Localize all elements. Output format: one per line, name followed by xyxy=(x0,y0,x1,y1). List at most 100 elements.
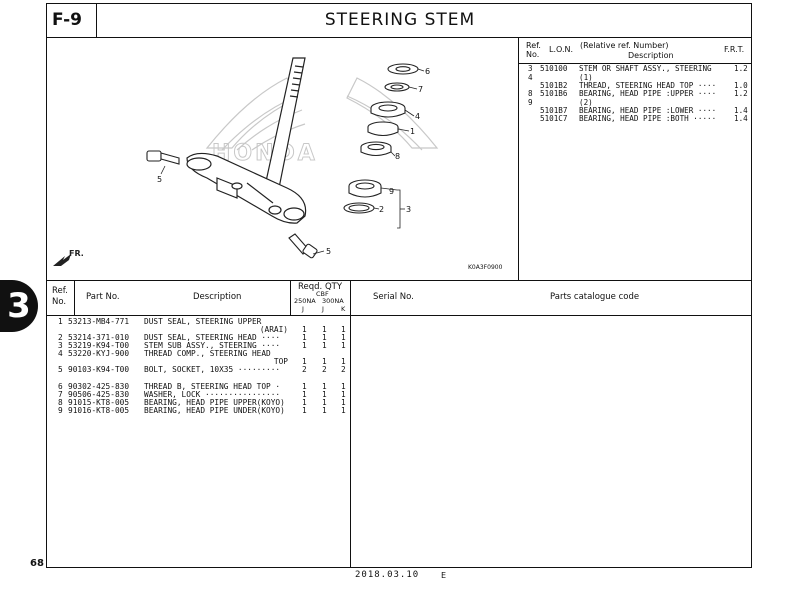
part-description: (ARAI) xyxy=(259,325,288,334)
part-qty: 2 xyxy=(341,365,346,374)
part-qty: 1 xyxy=(302,357,307,366)
part-qty: 1 xyxy=(341,398,346,407)
parts-header-j1: J xyxy=(302,305,304,313)
ref-row-frt: 1.4 xyxy=(734,106,748,115)
part-ref: 3 xyxy=(58,341,63,350)
part-description: BOLT, SOCKET, 10X35 ········· xyxy=(144,365,281,374)
part-number: 53219-K94-T00 xyxy=(68,341,130,350)
ref-row-frt: 1.0 xyxy=(734,81,748,90)
illustration-divider xyxy=(518,37,519,280)
part-qty: 1 xyxy=(341,341,346,350)
part-ref: 7 xyxy=(58,390,63,399)
part-qty: 1 xyxy=(341,357,346,366)
ref-header-no: No. xyxy=(526,50,540,59)
callout-leaders xyxy=(160,68,425,255)
part-ref: 5 xyxy=(58,365,63,374)
page-number: 68 xyxy=(30,558,44,569)
part-qty: 1 xyxy=(302,341,307,350)
part-qty: 2 xyxy=(322,365,327,374)
ref-row-frt: 1.4 xyxy=(734,114,748,123)
page-title: STEERING STEM xyxy=(324,10,476,30)
part-description: STEM SUB ASSY., STEERING ···· xyxy=(144,341,281,350)
part-qty: 1 xyxy=(341,325,346,334)
page-frame xyxy=(46,3,752,568)
part-number: 90103-K94-T00 xyxy=(68,365,130,374)
parts-header-250na: 250NA xyxy=(294,297,316,305)
parts-header-j2: J xyxy=(322,305,324,313)
upper-parts xyxy=(343,63,419,214)
ref-header-divider xyxy=(518,63,752,64)
parts-header-k: K xyxy=(341,305,346,313)
part-number: 91016-KT8-005 xyxy=(68,406,130,415)
parts-header-divider xyxy=(46,315,752,316)
footer-edition: E xyxy=(441,571,447,580)
callout-3: 3 xyxy=(406,205,411,214)
part-description: BEARING, HEAD PIPE UNDER(KOYO) xyxy=(144,406,285,415)
parts-header-reqd-qty: Reqd. QTY xyxy=(298,282,343,292)
part-description: DUST SEAL, STEERING UPPER xyxy=(144,317,262,326)
part-qty: 1 xyxy=(302,382,307,391)
ref-row-lon: 5101B2 xyxy=(540,81,568,90)
part-qty: 1 xyxy=(322,333,327,342)
part-qty: 1 xyxy=(322,341,327,350)
part-description: BEARING, HEAD PIPE UPPER(KOYO) xyxy=(144,398,285,407)
parts-header-no: No. xyxy=(52,297,67,307)
col-divider xyxy=(290,280,291,316)
part-qty: 1 xyxy=(322,357,327,366)
part-ref: 1 xyxy=(58,317,63,326)
ref-row-desc: STEM OR SHAFT ASSY., STEERING (1) xyxy=(579,64,712,82)
part-qty: 1 xyxy=(302,333,307,342)
part-qty: 1 xyxy=(322,390,327,399)
ref-row-frt: 1.2 xyxy=(734,89,748,98)
callout-7: 7 xyxy=(418,85,423,94)
figure-code-divider xyxy=(96,3,97,38)
ref-row-desc: THREAD, STEERING HEAD TOP ···· xyxy=(579,81,717,90)
socket-bolt-upper xyxy=(146,150,180,165)
part-description: WASHER, LOCK ················ xyxy=(144,390,281,399)
part-number: 91015-KT8-005 xyxy=(68,398,130,407)
part-ref: 4 xyxy=(58,349,63,358)
parts-header-serial: Serial No. xyxy=(373,292,414,302)
ref-header-frt: F.R.T. xyxy=(724,45,745,54)
part-number: 53220-KYJ-900 xyxy=(68,349,130,358)
ref-header-lon: L.O.N. xyxy=(549,45,574,54)
part-number: 90302-425-830 xyxy=(68,382,130,391)
part-description: DUST SEAL, STEERING HEAD ···· xyxy=(144,333,281,342)
part-qty: 1 xyxy=(302,325,307,334)
part-qty: 1 xyxy=(341,382,346,391)
part-qty: 1 xyxy=(322,406,327,415)
ref-row-lon: 5101B6 xyxy=(540,89,568,98)
svg-text:FR.: FR. xyxy=(69,249,84,258)
ref-row-ref: 8 9 xyxy=(528,89,533,107)
part-qty: 1 xyxy=(302,406,307,415)
callout-8: 8 xyxy=(395,152,400,161)
parts-header-ref: Ref. xyxy=(52,286,68,296)
part-number: 90506-425-830 xyxy=(68,390,130,399)
part-description: TOP xyxy=(273,357,288,366)
front-direction-arrow: FR. xyxy=(53,249,84,266)
socket-bolt-lower xyxy=(288,233,318,259)
exploded-diagram: HONDA xyxy=(53,57,439,266)
section-tab: 3 xyxy=(0,280,38,332)
callout-1: 1 xyxy=(410,127,415,136)
part-ref: 8 xyxy=(58,398,63,407)
figure-code: F-9 xyxy=(52,10,82,30)
part-number: 53213-MB4-771 xyxy=(68,317,130,326)
section-divider xyxy=(46,280,752,281)
part-qty: 1 xyxy=(322,382,327,391)
part-number: 53214-371-010 xyxy=(68,333,130,342)
parts-table-body: 1 53213-MB4-771 DUST SEAL, STEERING UPPE… xyxy=(56,317,351,427)
ref-row-desc: BEARING, HEAD PIPE :LOWER ···· xyxy=(579,106,717,115)
ref-header-description: Description xyxy=(628,51,674,60)
col-divider xyxy=(74,280,75,316)
part-description: THREAD B, STEERING HEAD TOP · xyxy=(144,382,281,391)
steering-stem xyxy=(186,57,307,224)
parts-header-part-no: Part No. xyxy=(86,292,120,302)
ref-row-desc: BEARING, HEAD PIPE :UPPER ···· (2) xyxy=(579,89,717,107)
part-qty: 1 xyxy=(302,390,307,399)
ref-row-lon: 5101B7 xyxy=(540,106,568,115)
footer-date: 2018.03.10 xyxy=(355,570,420,580)
parts-header-300na: 300NA xyxy=(322,297,344,305)
ref-header-ref: Ref. xyxy=(526,41,541,50)
ref-header-relative: (Relative ref. Number) xyxy=(580,41,669,50)
